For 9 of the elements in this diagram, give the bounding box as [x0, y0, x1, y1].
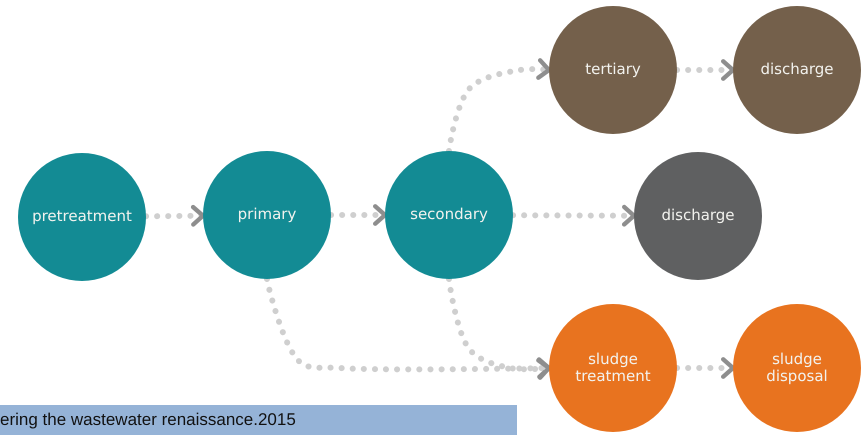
step-label: discharge	[760, 61, 834, 79]
step-label: secondary	[410, 206, 488, 224]
source-note: ering the wastewater renaissance.2015	[0, 410, 296, 430]
step-label: tertiary	[585, 61, 641, 79]
step-label: discharge	[661, 207, 735, 225]
step-label: sludge treatment	[574, 350, 652, 386]
step-label: sludge disposal	[765, 350, 829, 386]
step-label: pretreatment	[32, 208, 132, 226]
step-label: primary	[238, 206, 296, 224]
